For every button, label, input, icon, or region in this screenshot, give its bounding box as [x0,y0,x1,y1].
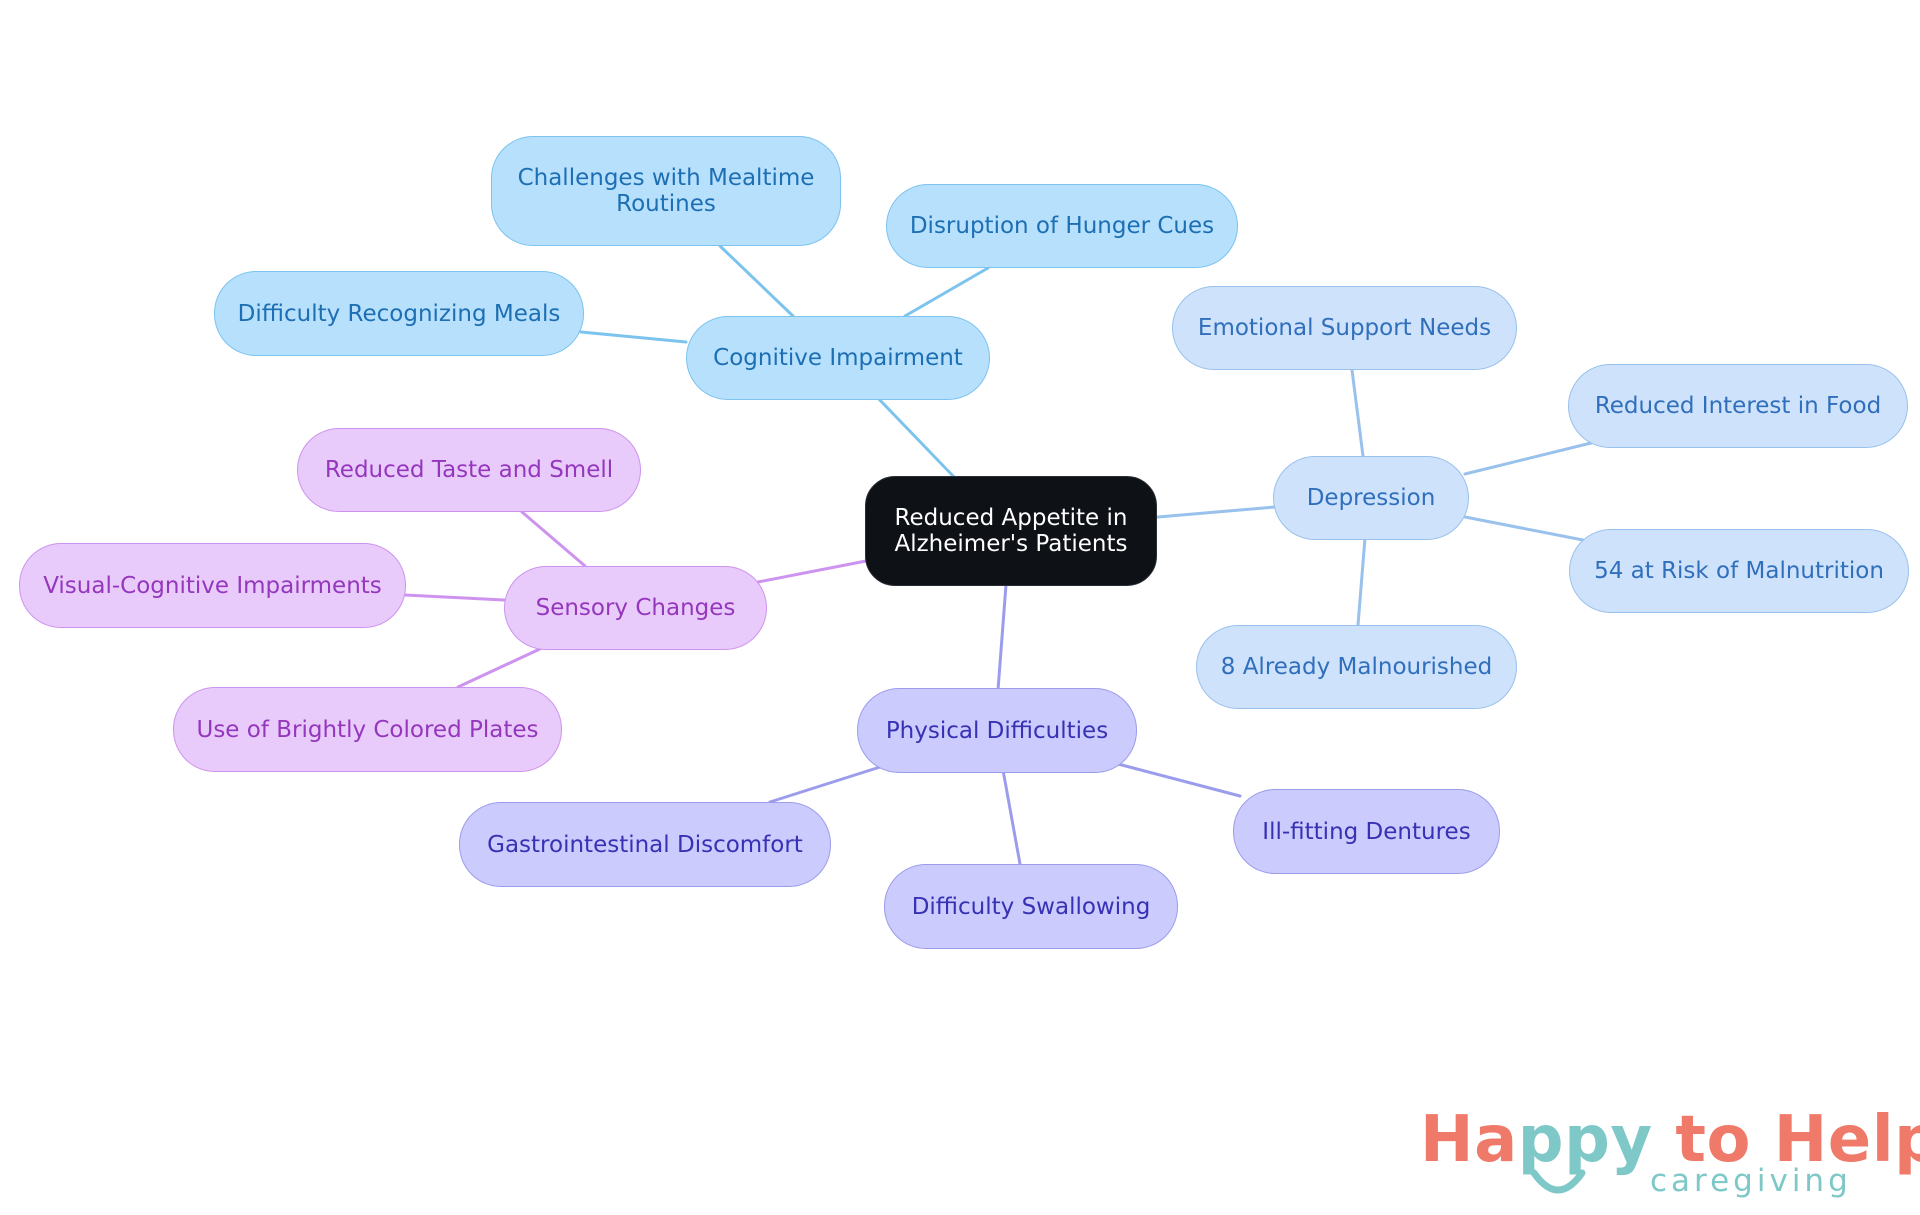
leaf-node-already-malnourished: 8 Already Malnourished [1196,625,1517,709]
link-root-physical [996,583,1008,692]
link-physical-gastro [768,765,882,804]
leaf-node-dentures: Ill-fitting Dentures [1233,789,1500,874]
link-depression-risk [1463,515,1585,542]
root-node: Reduced Appetite in Alzheimer's Patients [865,476,1157,586]
logo-title: Happy to Help [1420,1105,1920,1175]
link-depression-interest [1463,441,1593,476]
link-root-depression [1156,505,1277,519]
link-physical-dentures [1116,762,1242,798]
leaf-node-taste-smell: Reduced Taste and Smell [297,428,641,512]
leaf-node-colored-plates: Use of Brightly Colored Plates [173,687,562,772]
link-depression-malnourished [1356,536,1367,627]
link-depression-emotional [1350,368,1365,458]
link-physical-swallowing [1001,768,1022,866]
leaf-node-risk-malnutrition: 54 at Risk of Malnutrition [1569,529,1909,613]
leaf-node-mealtime-routines: Challenges with Mealtime Routines [491,136,841,246]
leaf-node-reduced-interest: Reduced Interest in Food [1568,364,1908,448]
logo-title-part-4: to Help [1652,1103,1920,1177]
leaf-node-swallowing: Difficulty Swallowing [884,864,1178,949]
leaf-node-gastrointestinal: Gastrointestinal Discomfort [459,802,831,887]
link-cognitive-recognizing [579,330,688,344]
leaf-node-visual-cognitive: Visual-Cognitive Impairments [19,543,406,628]
link-cognitive-mealtime [718,244,795,318]
link-root-sensory [756,559,868,584]
branch-node-physical-difficulties: Physical Difficulties [857,688,1137,773]
branch-node-cognitive-impairment: Cognitive Impairment [686,316,990,400]
leaf-node-hunger-cues: Disruption of Hunger Cues [886,184,1238,268]
smile-icon [1530,1169,1586,1194]
logo-title-part-2: pp [1517,1103,1611,1177]
branch-node-sensory-changes: Sensory Changes [504,566,767,650]
link-root-cognitive [873,393,957,480]
branch-node-depression: Depression [1273,456,1469,540]
link-cognitive-hunger [903,266,990,318]
logo-subtitle: caregiving [1650,1163,1852,1199]
logo-title-part-3: y [1610,1103,1653,1177]
happy-to-help-logo: Happy to Help caregiving [1420,1105,1920,1205]
logo-title-part-1: Ha [1420,1103,1518,1177]
link-sensory-visual [403,593,506,602]
link-sensory-taste [520,510,587,568]
link-sensory-plates [456,646,544,689]
leaf-node-recognizing-meals: Difficulty Recognizing Meals [214,271,584,356]
leaf-node-emotional-support: Emotional Support Needs [1172,286,1517,370]
